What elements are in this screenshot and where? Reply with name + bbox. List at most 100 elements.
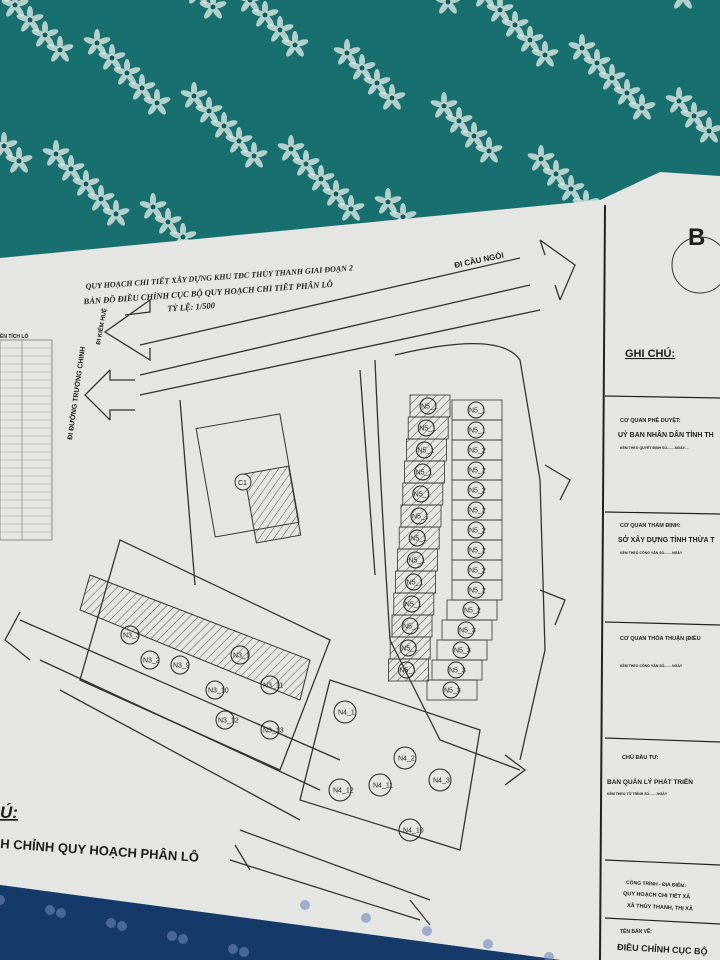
cloth-dot — [544, 952, 554, 960]
flower-motif — [486, 0, 514, 22]
lot-marker — [467, 441, 485, 459]
lot-marker — [417, 419, 435, 437]
lot-label: N5_2 — [464, 608, 481, 615]
lot-label: N5_1 — [421, 404, 438, 411]
appraisal-label: CƠ QUAN THẨM ĐỊNH: — [620, 522, 681, 529]
flower-motif — [180, 82, 208, 108]
flower-motif — [613, 79, 641, 105]
flower-motif — [1, 0, 29, 17]
lot-marker — [467, 421, 485, 439]
lot-marker — [412, 485, 430, 503]
flower-motif — [460, 122, 488, 148]
lot-marker — [457, 621, 475, 639]
flower-motif — [583, 49, 611, 75]
flower-motif — [292, 150, 320, 176]
flower-motif — [542, 160, 570, 186]
project-line-2: XÃ THỦY THANH, THỊ XÃ — [627, 902, 693, 912]
lot-label: N5_1 — [414, 492, 431, 499]
lot-marker — [205, 680, 225, 700]
cloth-dot — [0, 895, 5, 905]
lot-label: N5_2 — [469, 448, 486, 455]
flower-motif — [307, 165, 335, 191]
lot-label: N5_1 — [469, 428, 486, 435]
flower-motif — [139, 193, 167, 219]
cloth-dot — [483, 939, 493, 949]
lot-label: N4_3 — [433, 778, 450, 785]
lot-label: N5_2 — [469, 548, 486, 555]
lot-marker — [428, 768, 452, 792]
lot-marker — [467, 461, 485, 479]
lot-marker — [260, 720, 280, 740]
flower-motif — [42, 140, 70, 166]
flower-motif — [199, 0, 227, 19]
flower-motif — [83, 29, 111, 55]
lot-label: N5_3 — [459, 628, 476, 635]
lot-label: N5_1 — [405, 602, 422, 609]
lot-marker — [398, 818, 422, 842]
lot-parcel — [426, 679, 478, 701]
flower-motif — [434, 0, 462, 14]
lot-marker — [467, 521, 485, 539]
investor-value: BAN QUẢN LÝ PHÁT TRIỂN — [607, 777, 693, 786]
flower-motif — [72, 170, 100, 196]
lot-marker — [447, 661, 465, 679]
lot-label: N5_3 — [444, 688, 461, 695]
lot-marker — [442, 681, 460, 699]
cloth-dot — [45, 905, 55, 915]
flower-motif — [674, 0, 692, 9]
lot-label: N5_2 — [469, 528, 486, 535]
lot-marker — [401, 617, 419, 635]
lot-label: N5_3 — [454, 648, 471, 655]
lot-marker — [170, 655, 190, 675]
lot-marker — [467, 481, 485, 499]
lot-label: N5_1 — [469, 408, 486, 415]
appraisal-value: SỞ XÂY DỰNG TỈNH THỪA T — [618, 535, 715, 544]
lot-marker — [408, 529, 426, 547]
cloth-dot — [422, 926, 432, 936]
lot-marker — [467, 401, 485, 419]
flower-motif — [57, 155, 85, 181]
flower-motif — [333, 39, 361, 65]
lot-marker — [452, 641, 470, 659]
flower-motif — [665, 87, 693, 113]
flower-motif — [531, 41, 559, 67]
lot-label: N5_1 — [410, 536, 427, 543]
project-label: CÔNG TRÌNH - ĐỊA ĐIỂM: — [626, 878, 687, 889]
flower-motif — [598, 64, 626, 90]
lot-label: N4_10 — [403, 828, 424, 835]
flower-motif — [527, 145, 555, 171]
flower-motif — [225, 127, 253, 153]
lot-label: N3_1 — [233, 653, 250, 660]
lot-label: N5_1 — [403, 624, 420, 631]
lot-table-title: ÊN TÍCH LÔ — [0, 332, 28, 340]
lot-label: N5_2 — [469, 568, 486, 575]
cloth-dot — [239, 947, 249, 957]
agreement-label: CƠ QUAN THỎA THUẬN (ĐIỀU — [620, 635, 701, 642]
flower-motif — [113, 59, 141, 85]
blue-cloth — [0, 885, 560, 960]
lot-label: N5_1 — [412, 514, 429, 521]
flower-motif — [337, 195, 365, 221]
flower-motif — [189, 0, 207, 4]
lot-marker — [410, 507, 428, 525]
flower-motif — [363, 69, 391, 95]
lot-marker — [393, 746, 417, 770]
flower-motif — [680, 102, 708, 128]
flower-motif — [5, 147, 33, 173]
lot-marker — [467, 541, 485, 559]
lot-label: N5_2 — [469, 588, 486, 595]
approval-label: CƠ QUAN PHÊ DUYỆT: — [620, 416, 681, 424]
investor-label: CHỦ ĐẦU TƯ: — [622, 754, 659, 761]
paper-sheet — [0, 172, 720, 960]
lot-label: N3_10 — [208, 688, 229, 695]
flower-motif — [16, 6, 44, 32]
lot-marker — [120, 625, 140, 645]
building-c1: C1 — [195, 413, 302, 544]
flower-motif — [87, 185, 115, 211]
flower-motif — [430, 92, 458, 118]
flower-motif — [128, 74, 156, 100]
lot-parcel — [79, 574, 311, 701]
lot-label: N3_9 — [173, 663, 190, 670]
lot-marker — [467, 561, 485, 579]
